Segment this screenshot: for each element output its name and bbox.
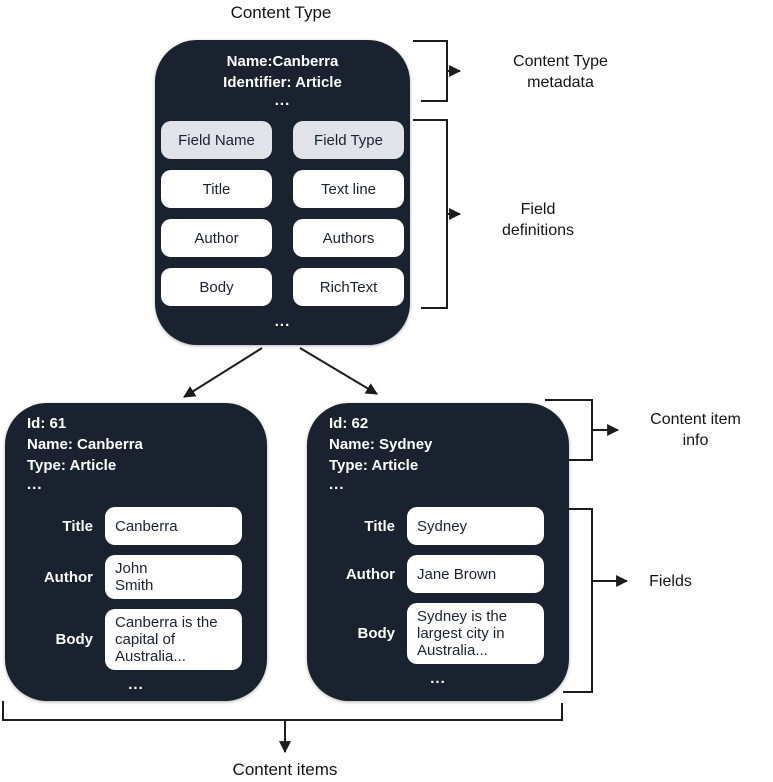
- arrow-to-item-canberra: [183, 347, 263, 398]
- content-item-info-label: Content item info: [617, 409, 773, 451]
- field-definitions-label-line1: Field: [520, 201, 556, 218]
- field-label: Title: [62, 517, 93, 535]
- item-info-ellipsis: ...: [27, 476, 43, 493]
- item-footer-ellipsis: ...: [430, 670, 446, 687]
- field-label: Author: [345, 565, 395, 583]
- content-type-metadata-label: Content Type metadata: [478, 51, 643, 93]
- field-label: Title: [364, 517, 395, 535]
- content-item-info-label-line1: Content item: [650, 411, 741, 428]
- field-name-header-cell: Field Name: [161, 121, 272, 159]
- content-item-info-label-line2: info: [682, 432, 709, 449]
- item-fields: Title Canberra Author John Smith Body Ca…: [5, 507, 267, 670]
- content-type-card: Name:Canberra Identifier: Article ... Fi…: [155, 40, 410, 345]
- field-row-title: Title Sydney: [327, 507, 569, 545]
- field-label: Body: [357, 625, 396, 642]
- content-items-label: Content items: [232, 760, 338, 779]
- field-name-cell: Title: [161, 170, 272, 208]
- bracket-content-items: [2, 701, 563, 721]
- content-type-footer-ellipsis: ...: [274, 313, 291, 330]
- field-row-author: Author John Smith: [25, 555, 267, 599]
- diagram-title: Content Type: [230, 3, 332, 22]
- bracket-content-type-metadata: [413, 40, 448, 102]
- item-type: Type: Article: [27, 457, 117, 474]
- field-row-body: Body Canberra is the capital of Australi…: [25, 609, 267, 670]
- field-name-cell: Author: [161, 219, 272, 257]
- content-item-info-block: Id: 62 Name: Sydney Type: Article ...: [307, 403, 569, 494]
- item-type: Type: Article: [329, 457, 419, 474]
- content-type-name: Name:Canberra: [226, 53, 339, 70]
- field-value: Sydney: [407, 507, 544, 545]
- field-value: Canberra is the capital of Australia...: [105, 609, 242, 670]
- field-row-body: Body Sydney is the largest city in Austr…: [327, 603, 569, 664]
- item-name: Name: Canberra: [27, 436, 143, 453]
- field-value: Canberra: [105, 507, 242, 545]
- field-definitions-label: Field definitions: [468, 199, 608, 241]
- item-info-ellipsis: ...: [329, 476, 345, 493]
- content-type-identifier: Identifier: Article: [223, 74, 342, 91]
- item-id: Id: 61: [27, 415, 67, 432]
- bracket-field-definitions: [413, 119, 448, 309]
- item-footer-ellipsis: ...: [128, 676, 144, 693]
- field-type-cell: RichText: [293, 268, 404, 306]
- arrow-to-item-sydney: [299, 347, 378, 395]
- field-name-cell: Body: [161, 268, 272, 306]
- field-definitions-table: Field Name Field Type Title Text line Au…: [155, 121, 410, 306]
- content-type-meta: Name:Canberra Identifier: Article: [155, 40, 410, 93]
- field-value: Jane Brown: [407, 555, 544, 593]
- field-type-header-cell: Field Type: [293, 121, 404, 159]
- field-value: John Smith: [105, 555, 242, 599]
- field-type-cell: Text line: [293, 170, 404, 208]
- content-type-metadata-label-line2: metadata: [527, 74, 594, 91]
- content-item-info-block: Id: 61 Name: Canberra Type: Article ...: [5, 403, 267, 494]
- field-label: Body: [55, 631, 94, 648]
- fields-label: Fields: [649, 573, 692, 590]
- field-label: Author: [43, 568, 93, 586]
- field-row-title: Title Canberra: [25, 507, 267, 545]
- field-type-cell: Authors: [293, 219, 404, 257]
- field-row-author: Author Jane Brown: [327, 555, 569, 593]
- item-name: Name: Sydney: [329, 436, 433, 453]
- item-id: Id: 62: [329, 415, 369, 432]
- content-type-metadata-label-line1: Content Type: [513, 53, 608, 70]
- item-fields: Title Sydney Author Jane Brown Body Sydn…: [307, 507, 569, 664]
- content-item-card-canberra: Id: 61 Name: Canberra Type: Article ... …: [5, 403, 267, 701]
- content-type-meta-ellipsis: ...: [274, 92, 291, 109]
- content-item-card-sydney: Id: 62 Name: Sydney Type: Article ... Ti…: [307, 403, 569, 701]
- field-value: Sydney is the largest city in Australia.…: [407, 603, 544, 664]
- field-definitions-label-line2: definitions: [501, 222, 575, 239]
